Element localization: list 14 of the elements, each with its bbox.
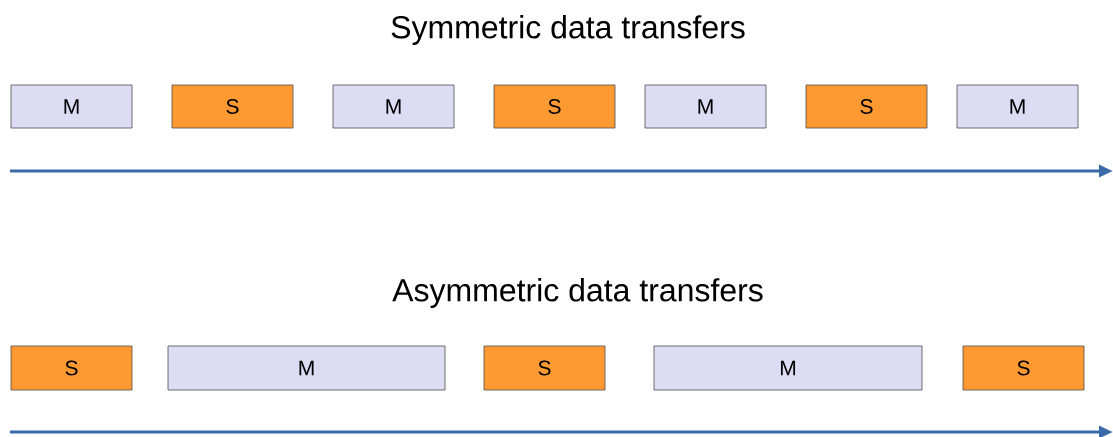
heading: Symmetric data transfers	[391, 15, 745, 45]
heading: Asymmetric data transfers	[392, 278, 763, 308]
transfer-box: M	[332, 84, 455, 129]
transfer-box: M	[653, 345, 923, 391]
transfer-box: M	[956, 84, 1079, 129]
transfer-box: S	[805, 84, 928, 129]
transfer-box: M	[167, 345, 446, 391]
transfer-box: M	[10, 84, 133, 129]
transfer-box: S	[10, 345, 133, 391]
transfer-box: M	[644, 84, 767, 129]
transfer-box: S	[171, 84, 294, 129]
transfer-box: S	[483, 345, 606, 391]
transfer-box: S	[962, 345, 1085, 391]
transfer-box: S	[493, 84, 616, 129]
